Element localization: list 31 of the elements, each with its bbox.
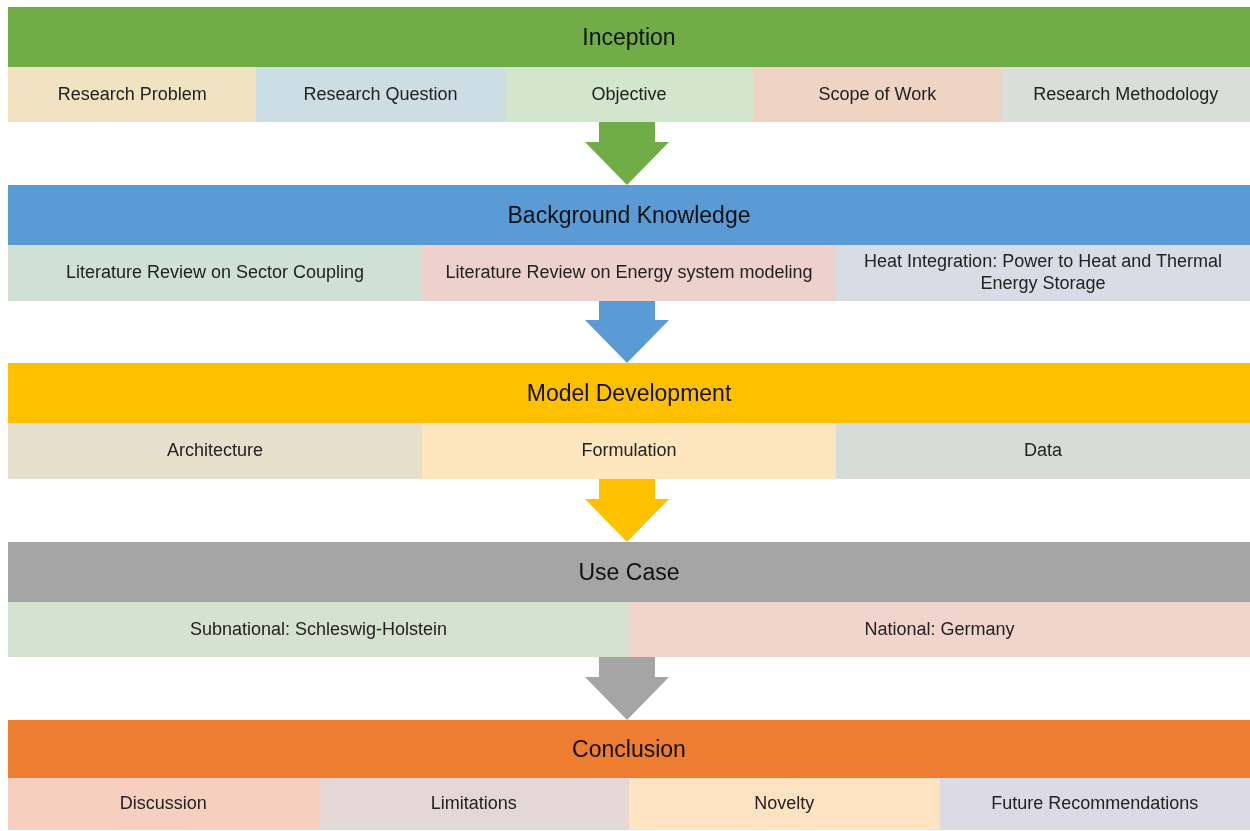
topic-box: Limitations [318, 778, 629, 830]
topic-box: Research Question [256, 67, 505, 122]
topic-box: Future Recommendations [939, 778, 1250, 830]
topic-box: Subnational: Schleswig-Holstein [8, 602, 629, 657]
topic-box: Literature Review on Sector Coupling [8, 245, 422, 301]
flow-arrow [585, 657, 669, 720]
topic-box: Formulation [422, 423, 836, 479]
stage-band [8, 7, 1250, 122]
flow-arrow [585, 122, 669, 185]
topic-box: National: Germany [629, 602, 1250, 657]
topic-box: Research Problem [8, 67, 257, 122]
topic-box: Objective [504, 67, 754, 122]
stage-band [8, 185, 1250, 301]
stage-title: Conclusion [571, 734, 687, 764]
stage-title: Use Case [577, 557, 681, 587]
topic-box: Scope of Work [753, 67, 1002, 122]
stage-band [8, 542, 1250, 657]
flow-arrow [585, 479, 669, 542]
stage-title: Background Knowledge [506, 200, 752, 230]
topic-box: Literature Review on Energy system modeling [422, 245, 836, 301]
topic-box: Architecture [8, 423, 422, 479]
topic-box: Heat Integration: Power to Heat and Thermal Energy Storage [836, 245, 1250, 301]
topic-box: Research Methodology [1001, 67, 1250, 122]
stage-title: Inception [581, 22, 677, 52]
topic-box: Novelty [629, 778, 940, 830]
topic-box: Discussion [8, 778, 319, 830]
flow-arrow [585, 301, 669, 363]
topic-box: Data [836, 423, 1250, 479]
stage-title: Model Development [525, 378, 733, 408]
stage-band [8, 720, 1250, 830]
stage-band [8, 363, 1250, 479]
